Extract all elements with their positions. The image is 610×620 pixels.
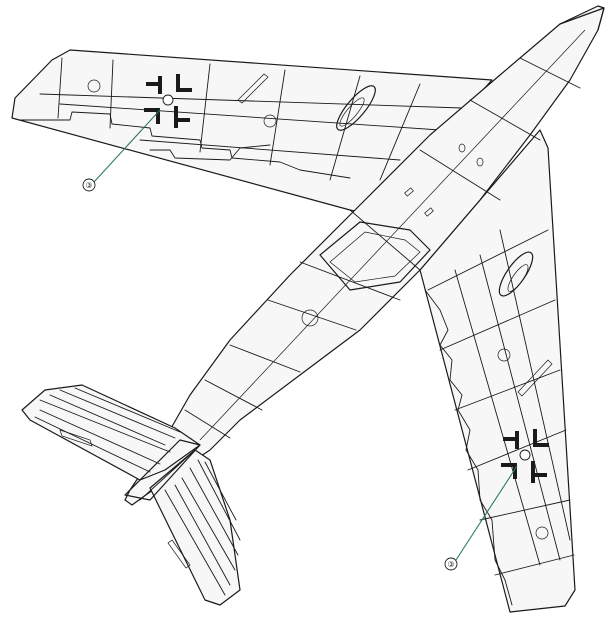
fuselage	[124, 5, 605, 506]
left-wing-balkenkreuz	[144, 74, 192, 128]
callout-label-right: ③	[447, 560, 454, 569]
right-wing-balkenkreuz	[501, 429, 549, 483]
tail-cone	[124, 439, 201, 501]
callout-right: ③	[444, 465, 518, 571]
right-tailplane	[149, 449, 241, 606]
callout-circle-left	[82, 178, 96, 192]
callout-circle-right	[444, 557, 458, 571]
callout-left: ③	[82, 109, 161, 192]
callout-label-left: ③	[85, 181, 92, 190]
right-wing	[419, 129, 576, 613]
left-tailplane	[21, 384, 201, 481]
